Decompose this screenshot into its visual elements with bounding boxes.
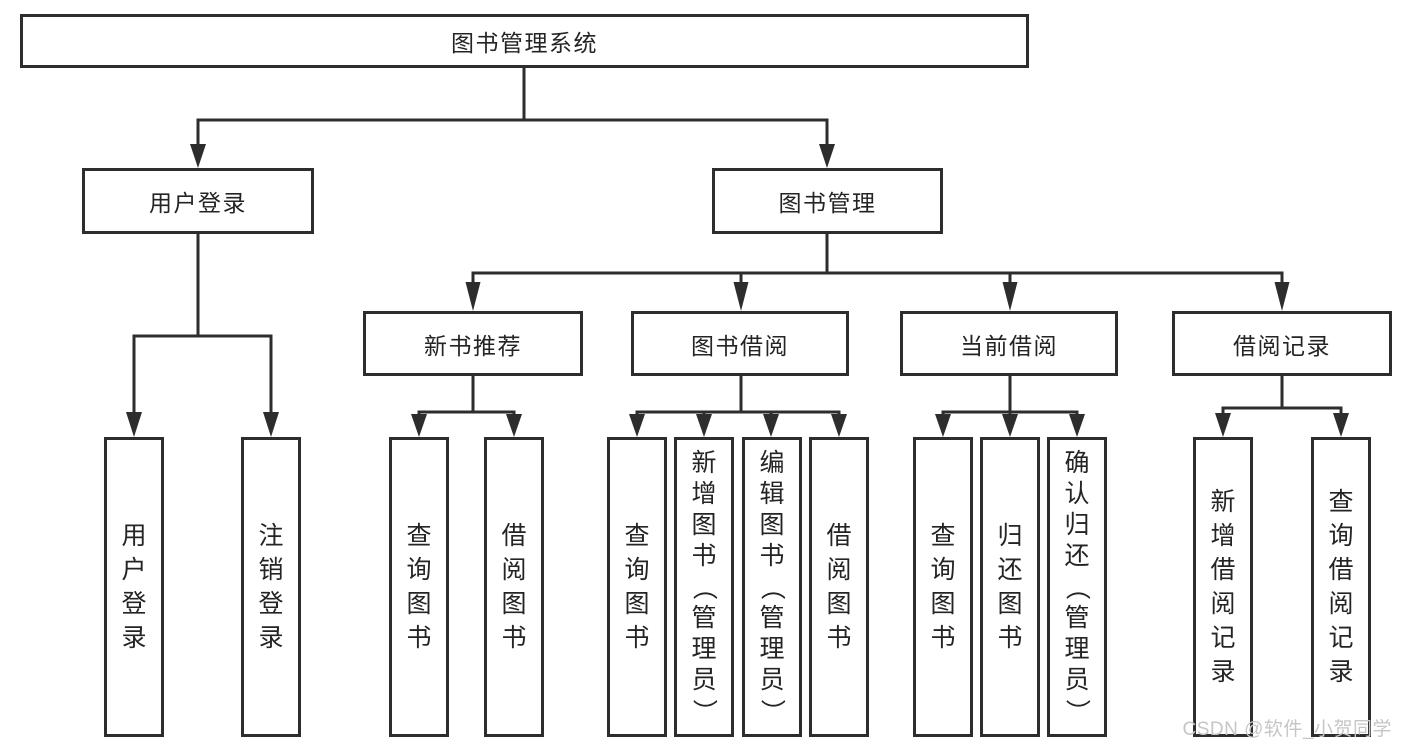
node-current-borrow: 当前借阅	[900, 311, 1118, 376]
leaf-query-books-current: 查询图书	[913, 437, 973, 737]
leaf-add-borrow-record: 新增借阅记录	[1193, 437, 1253, 737]
leaf-add-books-admin: 新增图书（管理员）	[674, 437, 734, 737]
arrowheads	[126, 144, 1349, 437]
leaf-query-borrow-record: 查询借阅记录	[1311, 437, 1371, 737]
leaf-return-books: 归还图书	[980, 437, 1040, 737]
node-borrow-records: 借阅记录	[1172, 311, 1392, 376]
leaf-borrow-books-recommend: 借阅图书	[484, 437, 544, 737]
leaf-user-login: 用户登录	[104, 437, 164, 737]
leaf-query-books-borrow: 查询图书	[607, 437, 667, 737]
leaf-edit-books-admin: 编辑图书（管理员）	[742, 437, 802, 737]
csdn-watermark: CSDN @软件_小贺同学	[1182, 719, 1392, 740]
node-library-management-system: 图书管理系统	[20, 14, 1029, 68]
leaf-borrow-books: 借阅图书	[809, 437, 869, 737]
leaf-query-books-recommend: 查询图书	[389, 437, 449, 737]
node-book-management: 图书管理	[712, 168, 943, 234]
leaf-confirm-return-admin: 确认归还（管理员）	[1047, 437, 1107, 737]
node-book-borrow: 图书借阅	[631, 311, 849, 376]
leaf-logout: 注销登录	[241, 437, 301, 737]
node-new-book-recommend: 新书推荐	[363, 311, 583, 376]
node-user-login: 用户登录	[82, 168, 314, 234]
